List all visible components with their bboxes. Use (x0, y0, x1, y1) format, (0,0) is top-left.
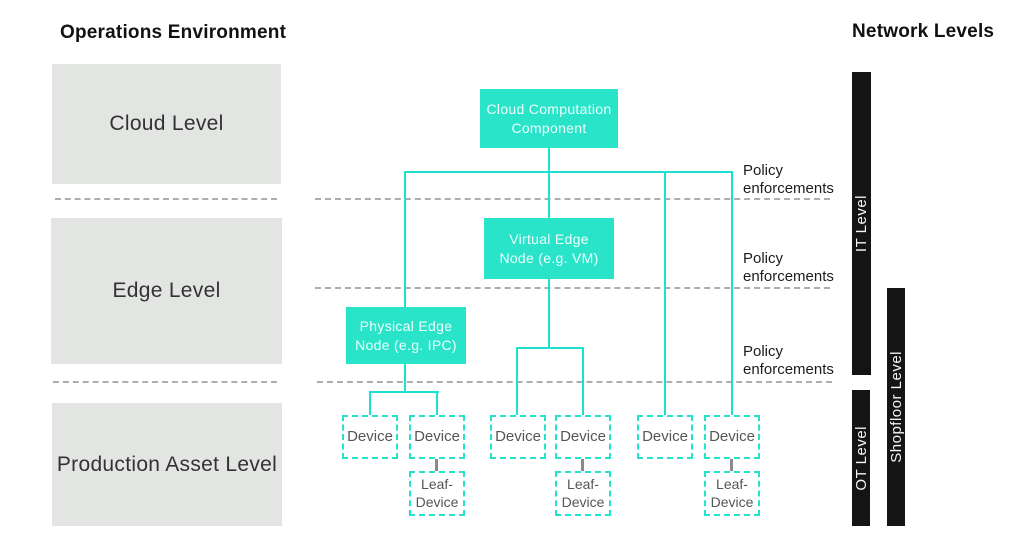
device-box-5: Device (637, 415, 693, 459)
leaf-device-box-2: Leaf- Device (555, 471, 611, 516)
ot-level-bar: OT Level (852, 390, 870, 526)
line-bus-to-physical (404, 171, 406, 308)
line-cloud-to-virtual (548, 148, 550, 218)
cloud-level-box: Cloud Level (52, 64, 281, 184)
branch1-horizontal (369, 391, 439, 393)
cloud-level-label: Cloud Level (109, 112, 224, 135)
branch2-horizontal (516, 347, 584, 349)
device-box-3: Device (490, 415, 546, 459)
left-separator-edge-production (53, 381, 277, 383)
production-asset-level-box: Production Asset Level (52, 403, 282, 526)
policy-line-ot (317, 381, 832, 383)
edge-level-label: Edge Level (112, 279, 221, 302)
network-levels-title: Network Levels (852, 21, 995, 42)
policy-line-edge (315, 287, 830, 289)
line-bus-to-device6 (731, 171, 733, 416)
branch2-left-drop (516, 347, 518, 416)
policy-line-it (315, 198, 830, 200)
it-level-label: IT Level (853, 194, 870, 253)
leaf-connector-3 (730, 459, 733, 472)
device-box-2: Device (409, 415, 465, 459)
edge-level-box: Edge Level (51, 218, 282, 364)
leaf-connector-2 (581, 459, 584, 472)
production-asset-level-label: Production Asset Level (56, 452, 278, 476)
leaf-device-box-1: Leaf- Device (409, 471, 465, 516)
bus-line (404, 171, 733, 173)
leaf-device-box-3: Leaf- Device (704, 471, 760, 516)
line-bus-to-device5 (664, 171, 666, 416)
line-physical-down (404, 363, 406, 393)
shopfloor-level-label: Shopfloor Level (887, 351, 905, 463)
device-box-4: Device (555, 415, 611, 459)
policy-enforcements-label-1: Policy enforcements (743, 162, 834, 197)
leaf-connector-1 (435, 459, 438, 472)
left-separator-cloud-edge (55, 198, 277, 200)
operations-environment-title: Operations Environment (60, 22, 287, 43)
cloud-computation-component-node: Cloud Computation Component (480, 89, 618, 148)
device-box-6: Device (704, 415, 760, 459)
virtual-edge-node: Virtual Edge Node (e.g. VM) (484, 218, 614, 279)
policy-enforcements-label-2: Policy enforcements (743, 250, 834, 285)
branch1-left-drop (369, 391, 371, 416)
policy-enforcements-label-3: Policy enforcements (743, 343, 834, 378)
branch2-right-drop (582, 347, 584, 416)
physical-edge-node: Physical Edge Node (e.g. IPC) (346, 307, 466, 364)
shopfloor-level-bar: Shopfloor Level (887, 288, 905, 526)
branch1-right-drop (436, 391, 438, 416)
line-virtual-down (548, 279, 550, 349)
ot-level-label: OT Level (852, 425, 870, 491)
it-level-bar: IT Level (852, 72, 871, 375)
device-box-1: Device (342, 415, 398, 459)
